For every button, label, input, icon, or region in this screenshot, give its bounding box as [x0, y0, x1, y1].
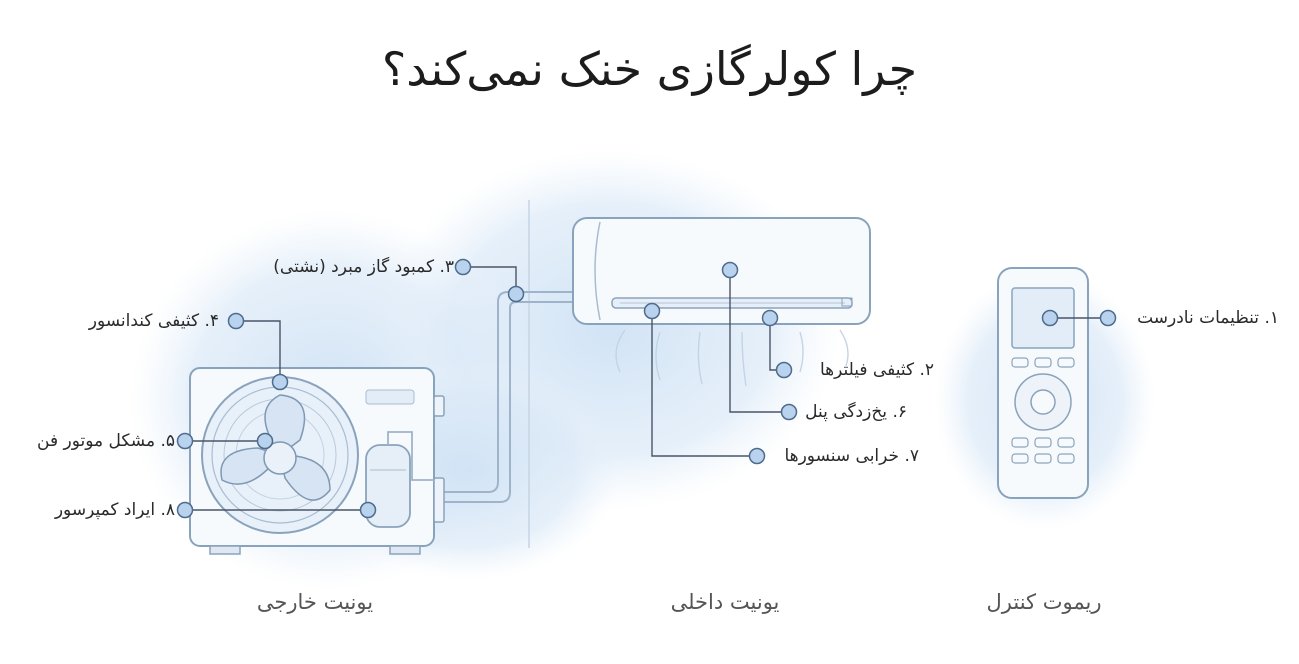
section-outdoor-unit: یونیت خارجی — [256, 590, 374, 614]
label-dirty-filters: ۲. کثیفی فیلترها — [819, 360, 934, 380]
callout-markers — [176, 258, 1117, 519]
callout-lines — [185, 266, 1108, 511]
label-wrong-settings: ۱. تنظیمات نادرست — [1137, 308, 1279, 328]
label-sensor-fault: ۷. خرابی سنسورها — [784, 446, 919, 466]
section-remote-control: ریموت کنترل — [986, 590, 1102, 614]
label-compressor-fault: ۸. ایراد کمپرسور — [54, 500, 175, 520]
remote-control — [997, 267, 1089, 499]
indoor-unit — [572, 217, 871, 325]
air-flow — [615, 329, 849, 387]
label-fan-motor: ۵. مشکل موتور فن — [37, 431, 175, 451]
refrigerant-pipe — [440, 291, 575, 503]
label-panel-freeze: ۶. یخ‌زدگی پنل — [805, 402, 907, 422]
page-title: چرا کولرگازی خنک نمی‌کند؟ — [381, 42, 918, 96]
label-dirty-condenser: ۴. کثیفی کندانسور — [88, 311, 219, 331]
section-indoor-unit: یونیت داخلی — [670, 590, 780, 614]
label-low-refrigerant: ۳. کمبود گاز مبرد (نشتی) — [273, 257, 454, 277]
outdoor-unit — [189, 367, 445, 555]
